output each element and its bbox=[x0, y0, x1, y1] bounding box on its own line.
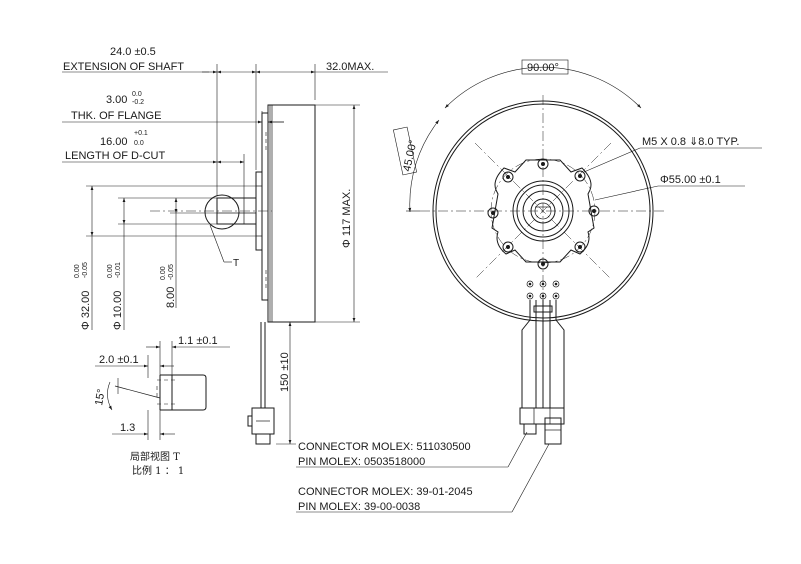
d32-value: Φ 32.00 bbox=[80, 291, 92, 330]
detail-view: 1.1 ±0.1 2.0 ±0.1 15° 1.3 局部视图 T 比例 1 ： … bbox=[93, 335, 230, 477]
side-view: T 24.0 ±0.5 EXTENSION OF SHAFT 32.0MAX. bbox=[62, 46, 388, 445]
flange-tol-dn: -0.2 bbox=[132, 99, 144, 106]
angle-90-box bbox=[521, 59, 569, 75]
detail-d11: 1.1 ±0.1 bbox=[178, 335, 218, 347]
flange-label: THK. OF FLANGE bbox=[71, 110, 161, 122]
bolt-circle-dia: Φ55.00 ±0.1 bbox=[660, 174, 721, 186]
dcut-tol-up: +0.1 bbox=[134, 130, 148, 137]
d32-tol-up: 0.00 bbox=[74, 264, 81, 278]
front-view: 90.00° 45.00° M5 X 0.8 ⇓8.0 TYP. Φ55.00 … bbox=[393, 59, 762, 445]
wire-terminals bbox=[526, 280, 560, 300]
d32-tol-dn: -0.05 bbox=[82, 262, 89, 278]
detail-d13: 1.3 bbox=[120, 422, 135, 434]
dcut-label: LENGTH OF D-CUT bbox=[65, 150, 166, 162]
dia-max: Φ 117 MAX. bbox=[341, 189, 353, 248]
angle-90: 90.00° bbox=[527, 62, 559, 74]
d8-value: 8.00 bbox=[165, 287, 177, 308]
lead-len: 150 ±10 bbox=[279, 352, 291, 392]
angle-45: 45.00° bbox=[401, 139, 419, 173]
detail-caption-1: 局部视图 T bbox=[130, 450, 180, 463]
pin-1: PIN MOLEX: 0503518000 bbox=[298, 456, 425, 468]
flange bbox=[261, 112, 268, 301]
connector-2: CONNECTOR MOLEX: 39-01-2045 bbox=[298, 486, 473, 498]
max-len: 32.0MAX. bbox=[326, 61, 374, 73]
detail-caption-2: 比例 1 ： 1 bbox=[132, 464, 184, 477]
mount-plate bbox=[491, 159, 595, 263]
pin-2: PIN MOLEX: 39-00-0038 bbox=[298, 501, 420, 513]
screw-spec: M5 X 0.8 ⇓8.0 TYP. bbox=[642, 136, 739, 148]
detail-d20: 2.0 ±0.1 bbox=[99, 354, 139, 366]
connector-labels: CONNECTOR MOLEX: 511030500 PIN MOLEX: 05… bbox=[296, 431, 550, 513]
d8-tol-dn: -0.05 bbox=[168, 264, 175, 280]
shaft-ext-label: EXTENSION OF SHAFT bbox=[63, 61, 184, 73]
connector-side bbox=[247, 407, 275, 445]
detail-tag: T bbox=[233, 258, 239, 269]
d10-tol-dn: -0.01 bbox=[115, 262, 122, 278]
connector-1: CONNECTOR MOLEX: 511030500 bbox=[298, 441, 471, 453]
flange-value: 3.00 bbox=[106, 94, 127, 106]
detail-angle: 15° bbox=[93, 388, 108, 406]
d8-tol-up: 0.00 bbox=[160, 266, 167, 280]
connector-front bbox=[519, 407, 565, 445]
motor-body bbox=[267, 104, 316, 323]
d10-tol-up: 0.00 bbox=[107, 264, 114, 278]
dcut-tol-dn: 0.0 bbox=[134, 140, 144, 147]
screw-holes bbox=[487, 158, 600, 270]
dcut-value: 16.00 bbox=[100, 136, 128, 148]
angle-45-box bbox=[393, 126, 417, 176]
detail-circle bbox=[204, 194, 240, 230]
d10-value: Φ 10.00 bbox=[112, 291, 124, 330]
shaft-ext-value: 24.0 ±0.5 bbox=[110, 46, 156, 58]
flange-tol-up: 0.0 bbox=[132, 91, 142, 98]
